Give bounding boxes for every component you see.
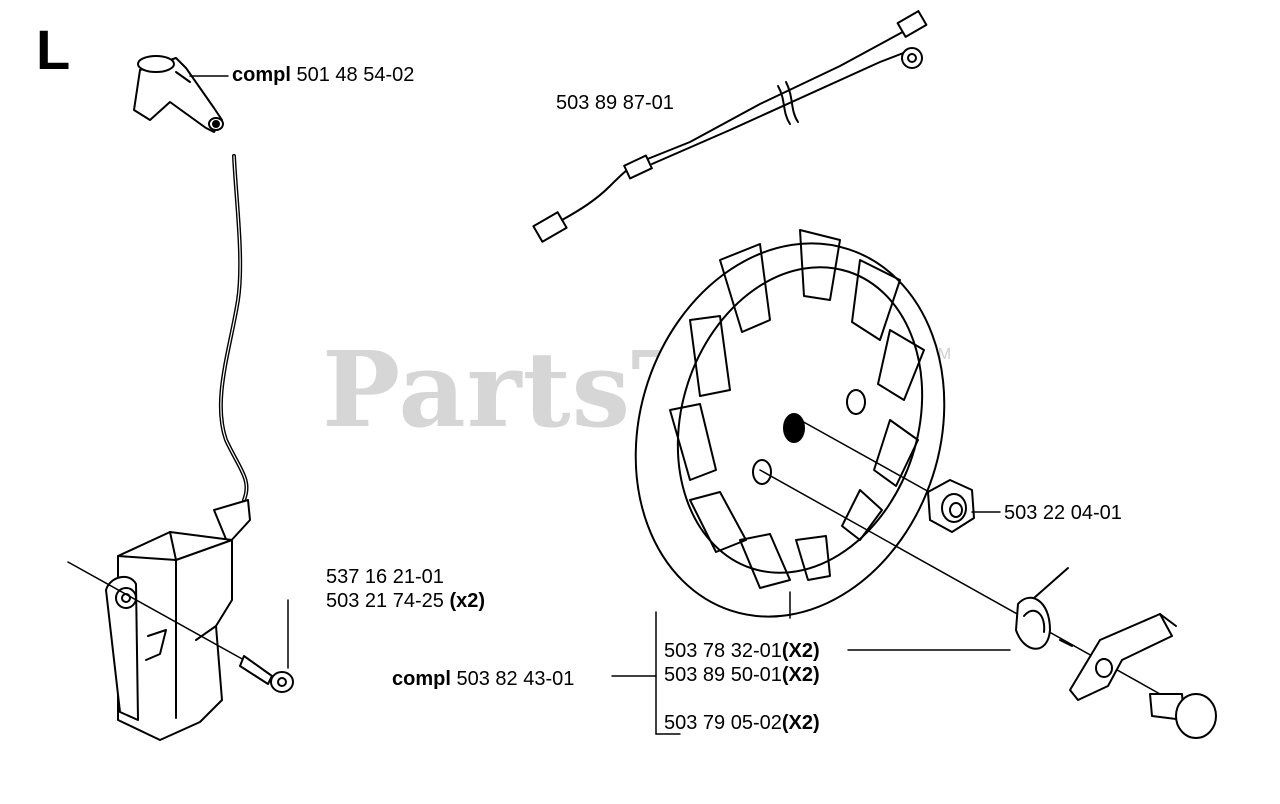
flywheel-nut bbox=[927, 479, 975, 533]
quantity: (X2) bbox=[781, 664, 820, 686]
starter-pawl bbox=[1069, 613, 1177, 701]
pawl-pivot-pin bbox=[1149, 693, 1217, 739]
quantity: (X2) bbox=[781, 712, 820, 734]
ignition-screw bbox=[67, 561, 294, 693]
callout-ignition-line1: 537 16 21-01 bbox=[326, 566, 444, 588]
callout-nut: 503 22 04-01 bbox=[1004, 502, 1122, 524]
pawl-spring bbox=[1015, 567, 1073, 650]
callout-ignition-line2: 503 21 74-25 (x2) bbox=[326, 590, 485, 612]
part-number: 537 16 21-01 bbox=[326, 566, 444, 588]
part-number: 503 21 74-25 bbox=[326, 590, 444, 612]
callout-flywheel: compl 503 82 43-01 bbox=[392, 668, 574, 690]
flywheel bbox=[634, 229, 946, 618]
spark-plug-cap bbox=[133, 55, 224, 133]
quantity: (x2) bbox=[449, 590, 486, 612]
part-number: 503 79 05-02 bbox=[664, 712, 782, 734]
ignition-module bbox=[105, 499, 251, 741]
callout-wire: 503 89 87-01 bbox=[556, 92, 674, 114]
ignition-lead bbox=[218, 154, 249, 502]
quantity: (X2) bbox=[781, 640, 820, 662]
wire-harness bbox=[532, 10, 928, 243]
part-number: 503 89 50-01 bbox=[664, 664, 782, 686]
callout-prefix: compl bbox=[232, 64, 291, 86]
part-number: 503 22 04-01 bbox=[1004, 502, 1122, 524]
bracket-flywheel-group bbox=[611, 591, 791, 735]
part-number: 503 82 43-01 bbox=[456, 668, 575, 690]
callout-pawl-spring: 503 78 32-01(X2) bbox=[664, 640, 820, 662]
callout-pin: 503 79 05-02(X2) bbox=[664, 712, 820, 734]
callout-spark-cap: compl 501 48 54-02 bbox=[232, 64, 414, 86]
part-number: 503 78 32-01 bbox=[664, 640, 782, 662]
part-number: 501 48 54-02 bbox=[296, 64, 415, 86]
section-letter: L bbox=[36, 18, 71, 81]
callout-prefix: compl bbox=[392, 668, 451, 690]
part-number: 503 89 87-01 bbox=[556, 92, 674, 114]
callout-pawl: 503 89 50-01(X2) bbox=[664, 664, 820, 686]
